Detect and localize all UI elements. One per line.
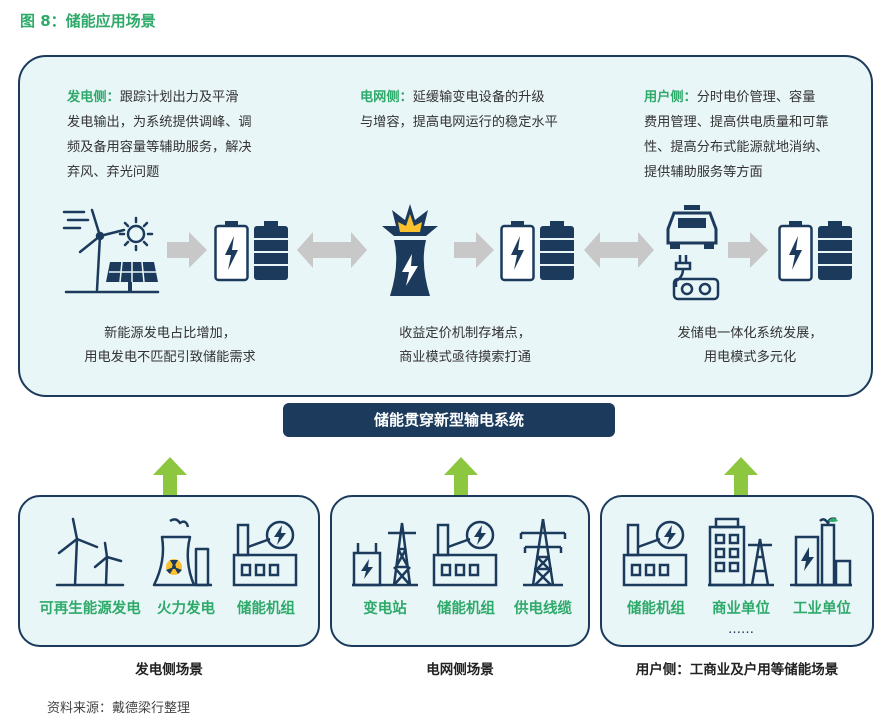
transmission-tower-icon [519,518,567,587]
thermal-plant-icon [152,518,212,587]
note-line: 新能源发电占比增加， [104,326,236,341]
user-caption: 用户侧：工商业及户用等储能场景 [635,662,839,678]
label-storage: 储能机组 [627,601,685,617]
generation-head: 发电侧： [67,90,120,105]
up-arrow-icon [444,457,478,495]
generation-line: 弃风、弃光问题 [67,165,160,180]
power-plant-icon [382,204,438,296]
up-arrow-icon [724,457,758,495]
double-arrow-icon [584,232,654,268]
storage-unit-icon [232,520,298,587]
note-line: 发储电一体化系统发展， [677,326,823,341]
label-power-line: 供电线缆 [514,601,572,617]
label-commercial: 商业单位 [712,601,770,617]
generation-line: 频及备用容量等辅助服务，解决 [67,140,252,155]
label-storage: 储能机组 [237,601,295,617]
user-line: 提供辅助服务等方面 [644,165,763,180]
generation-caption: 发电侧场景 [135,662,203,678]
label-substation: 变电站 [363,601,407,617]
label-storage: 储能机组 [437,601,495,617]
wind-solar-icon [62,208,160,294]
commercial-building-icon [708,517,774,587]
battery-pair-icon [778,221,852,282]
label-industrial: 工业单位 [793,601,851,617]
note-line: 收益定价机制存堵点， [399,326,531,341]
storage-unit-icon [622,520,688,587]
industrial-unit-icon [790,517,852,587]
battery-pair-icon [214,221,288,282]
user-line: 性、提高分布式能源就地消纳、 [644,140,829,155]
grid-line: 与增容，提高电网运行的稳定水平 [360,115,558,130]
note-line: 商业模式亟待摸索打通 [399,350,531,365]
substation-icon [352,522,418,587]
note-line: 用电模式多元化 [703,350,797,365]
grid-note: 收益定价机制存堵点， 商业模式亟待摸索打通 [355,322,575,370]
grid-description: 电网侧：延缓输变电设备的升级 与增容，提高电网运行的稳定水平 [360,85,590,135]
wind-turbines-icon [55,517,125,587]
arrow-right-icon [728,232,768,268]
note-line: 用电发电不匹配引致储能需求 [84,350,256,365]
label-thermal: 火力发电 [157,601,215,617]
double-arrow-icon [297,232,367,268]
source-note: 资料来源：戴德梁行整理 [47,701,191,716]
user-line: 分时电价管理、容量 [696,90,816,105]
generation-description: 发电侧：跟踪计划出力及平滑 发电输出，为系统提供调峰、调 频及备用容量等辅助服务… [67,85,282,185]
top-panel [18,55,873,397]
generation-line: 跟踪计划出力及平滑 [119,90,239,105]
user-description: 用户侧：分时电价管理、容量 费用管理、提高供电质量和可靠 性、提高分布式能源就地… [644,85,859,185]
user-line: 费用管理、提高供电质量和可靠 [644,115,829,130]
figure-title: 图 8：储能应用场景 [20,12,156,30]
grid-scene-box [330,495,590,647]
user-head: 用户侧： [644,90,697,105]
generation-line: 发电输出，为系统提供调峰、调 [67,115,252,130]
battery-pair-icon [500,221,574,282]
user-note: 发储电一体化系统发展， 用电模式多元化 [650,322,850,370]
arrow-right-icon [454,232,494,268]
storage-unit-icon [432,520,498,587]
up-arrow-icon [153,457,187,495]
arrow-right-icon [167,232,207,268]
generation-note: 新能源发电占比增加， 用电发电不匹配引致储能需求 [50,322,290,370]
ev-charging-icon [666,205,720,301]
grid-head: 电网侧： [360,90,413,105]
grid-caption: 电网侧场景 [426,662,494,678]
grid-line: 延缓输变电设备的升级 [412,90,545,105]
central-banner: 储能贯穿新型输电系统 [283,403,615,437]
label-renewable: 可再生能源发电 [39,601,141,617]
ellipsis: …… [728,622,754,637]
